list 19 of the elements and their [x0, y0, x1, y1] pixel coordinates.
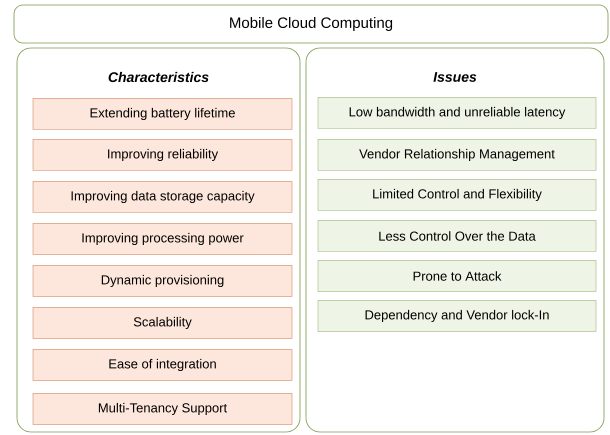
item-box: Prone to Attack [318, 260, 596, 292]
item-box: Low bandwidth and unreliable latency [318, 97, 596, 129]
item-box: Improving reliability [32, 139, 292, 171]
item-box: Scalability [32, 307, 292, 339]
item-box: Dynamic provisioning [32, 265, 292, 297]
title-box: Mobile Cloud Computing [14, 4, 608, 44]
item-box: Multi-Tenancy Support [32, 393, 292, 425]
panel-heading: Issues [433, 72, 476, 82]
item-box: Ease of integration [32, 349, 292, 381]
item-box: Dependency and Vendor lock-In [318, 300, 596, 332]
item-box: Less Control Over the Data [318, 220, 596, 252]
panel [306, 48, 604, 432]
panel-heading: Characteristics [108, 72, 209, 82]
item-box: Improving data storage capacity [32, 181, 292, 213]
panel [16, 48, 300, 432]
item-box: Extending battery lifetime [32, 98, 292, 130]
item-box: Vendor Relationship Management [318, 139, 596, 171]
item-box: Limited Control and Flexibility [318, 179, 596, 211]
item-box: Improving processing power [32, 223, 292, 255]
